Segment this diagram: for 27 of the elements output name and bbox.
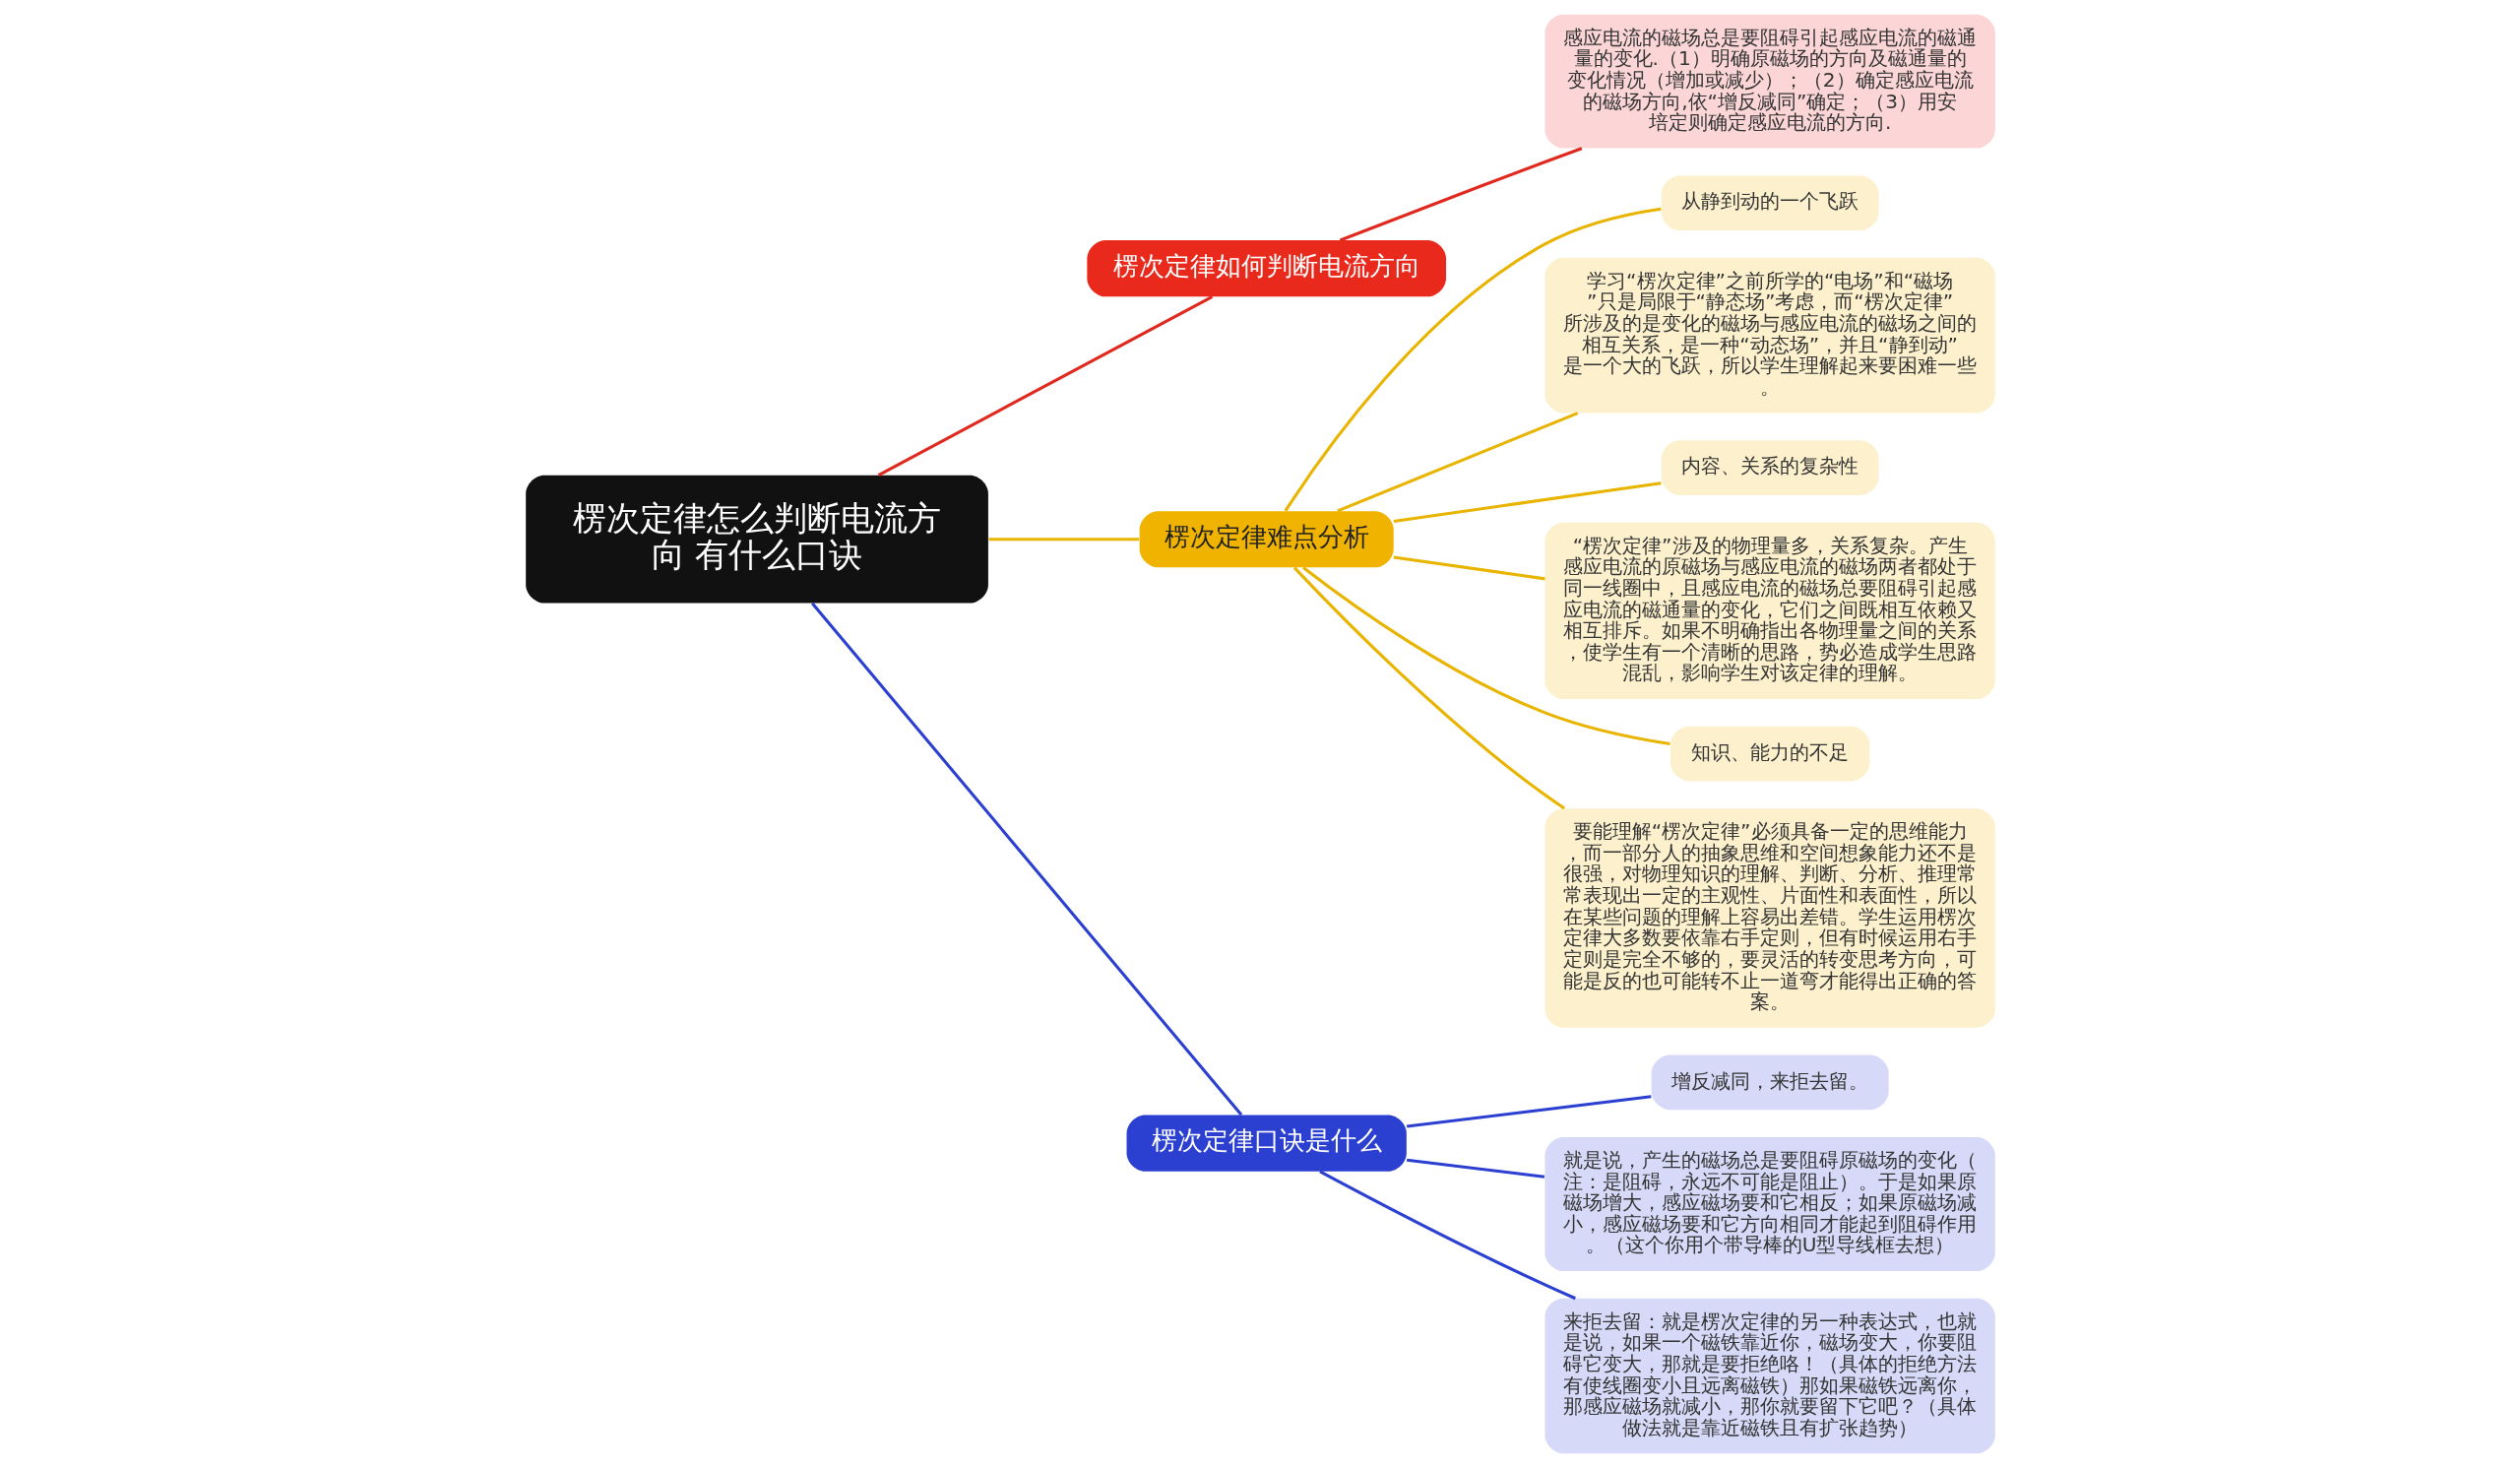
node-box: 知识、能力的不足 <box>1670 726 1869 782</box>
node-box: 就是说，产生的磁场总是要阻碍原磁场的变化（注：是阻碍，永远不可能是阻止）。于是如果原磁场增大，感应磁场要和它相反；如果原磁场减小，感应磁场要和它方向相同才能起到阻碍作用。（这个你用个带导棒的U型导线框去想） <box>1544 1136 1995 1271</box>
node-box: 从静到动的一个飞跃 <box>1661 175 1879 231</box>
node-box: 要能理解“楞次定律”必须具备一定的思维能力，而一部分人的抽象思维和空间想象能力还不是很强，对物理知识的理解、判断、分析、推理常常表现出一定的主观性、片面性和表面性，所以在某些问题的理解上容易出差错。学生运用楞次定律大多数要依靠右手定则，但有时候运用右手定则是完全不够的，要灵活的转变思考方向，可能是反的也可能转不止一道弯才能得出正确的答案。 <box>1544 808 1995 1028</box>
node-box: 楞次定律难点分析 <box>1139 511 1394 568</box>
node-box: 感应电流的磁场总是要阻碍引起感应电流的磁通量的变化.（1）明确原磁场的方向及磁通量的变化情况（增加或减少）；（2）确定感应电流的磁场方向,依“增反减同”确定；（3）用安培定则确定感应电流的方向. <box>1544 14 1995 149</box>
connector <box>1318 1170 1576 1301</box>
connector <box>988 538 1139 542</box>
connector <box>1284 207 1661 512</box>
connector <box>877 295 1213 477</box>
connector <box>1393 555 1545 581</box>
node-box: 楞次定律口诀是什么 <box>1126 1115 1407 1172</box>
node-box: 来拒去留：就是楞次定律的另一种表达式，也就是说，如果一个磁铁靠近你，磁场变大，你要阻碍它变大，那就是要拒绝咯！（具体的拒绝方法有使线圈变小且远离磁铁）那如果磁铁远离你，那感应磁场就减小，那你就要留下它吧？（具体做法就是靠近磁铁且有扩张趋势） <box>1544 1298 1995 1454</box>
connector <box>1336 412 1578 513</box>
node-box: 内容、关系的复杂性 <box>1661 440 1879 495</box>
node-box: 楞次定律如何判断电流方向 <box>1086 240 1446 297</box>
connector <box>1393 481 1662 523</box>
node-box: 增反减同，来拒去留。 <box>1651 1054 1889 1111</box>
node-box: 学习“楞次定律”之前所学的“电场”和“磁场”只是局限于“静态场”考虑，而“楞次定律”所涉及的是变化的磁场与感应电流的磁场之间的相互关系，是一种“动态场”，并且“静到动”是一个大的飞跃，所以学生理解起来要困难一些。 <box>1544 257 1995 414</box>
connector <box>1301 566 1670 746</box>
connector <box>1406 1158 1544 1179</box>
connector <box>1292 566 1565 810</box>
node-box: “楞次定律”涉及的物理量多，关系复杂。产生感应电流的原磁场与感应电流的磁场两者都处于同一线圈中，且感应电流的磁场总要阻碍引起感应电流的磁通量的变化，它们之间既相互依赖又相互排斥。如果不明确指出各物理量之间的关系，使学生有一个清晰的思路，势必造成学生思路混乱，影响学生对该定律的理解。 <box>1544 522 1995 699</box>
connector <box>1339 147 1582 242</box>
connector <box>1406 1095 1652 1128</box>
node-box: 楞次定律怎么判断电流方向 有什么口诀 <box>525 475 988 604</box>
connector <box>810 602 1242 1117</box>
